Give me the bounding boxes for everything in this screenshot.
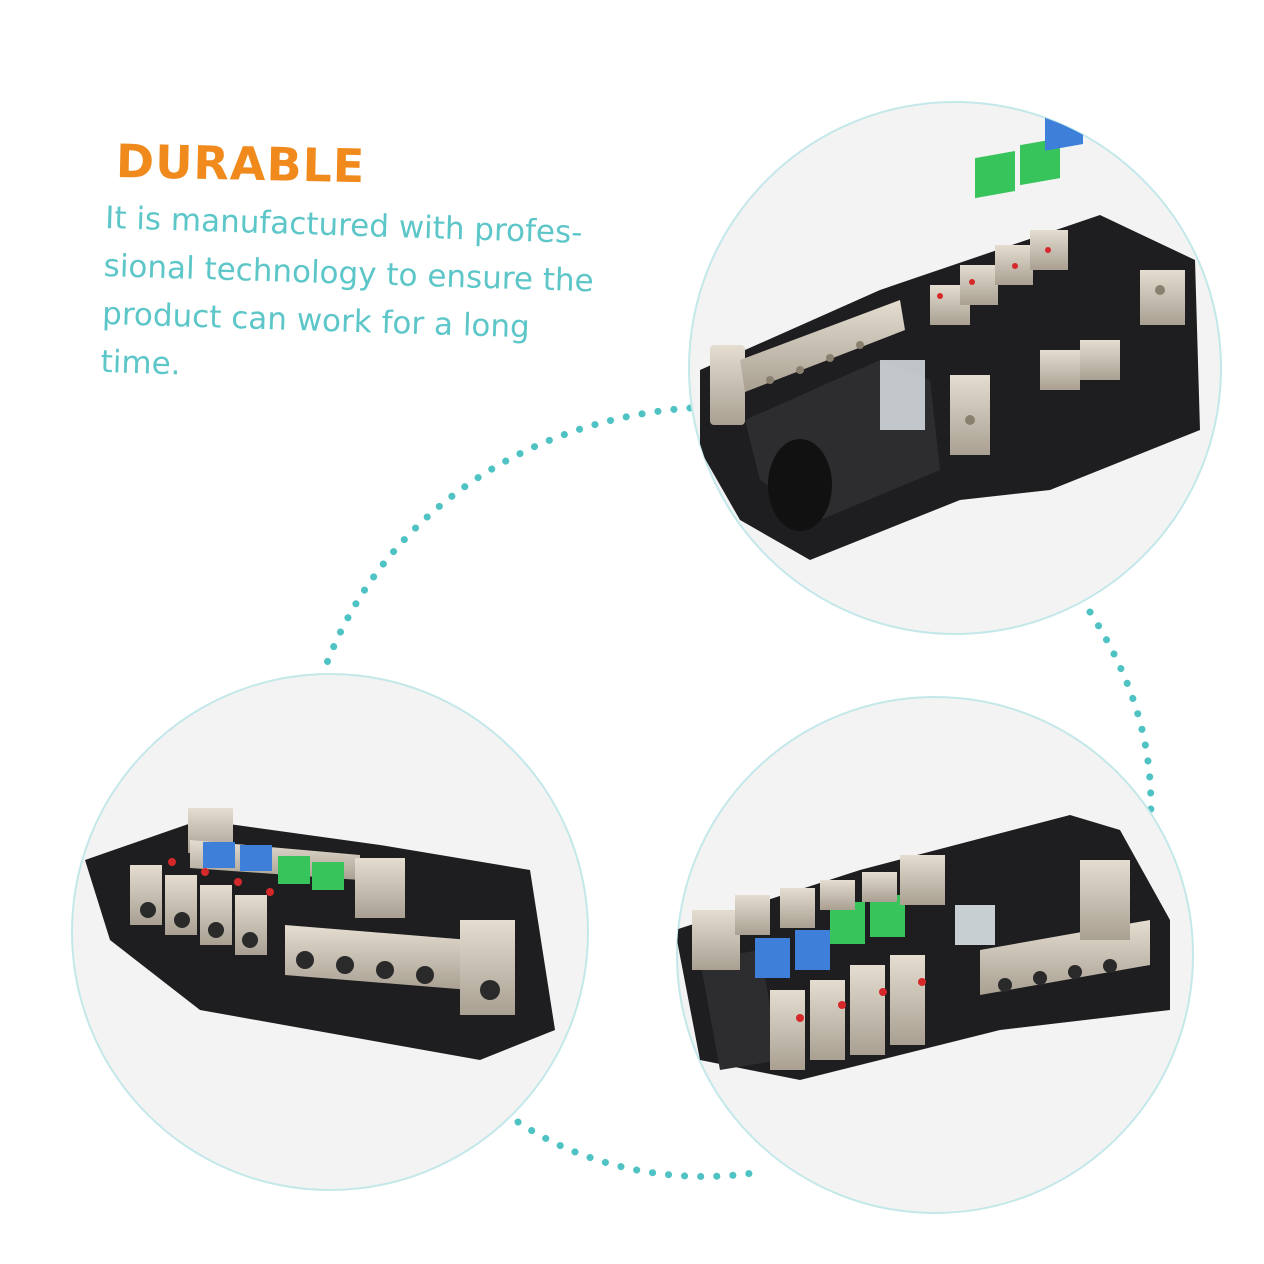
headline: DURABLE bbox=[115, 134, 366, 194]
photo-circle-top-right bbox=[688, 101, 1222, 635]
product-description: It is manufactured with profes- sional t… bbox=[100, 194, 646, 403]
fuse-row-bottom-left bbox=[203, 842, 344, 890]
photo-circle-bottom-left bbox=[71, 673, 589, 1191]
dotted-connector-path bbox=[321, 404, 1155, 1180]
photo-circle-bottom-right bbox=[676, 696, 1194, 1214]
fuse-row-bottom-right bbox=[755, 895, 905, 978]
